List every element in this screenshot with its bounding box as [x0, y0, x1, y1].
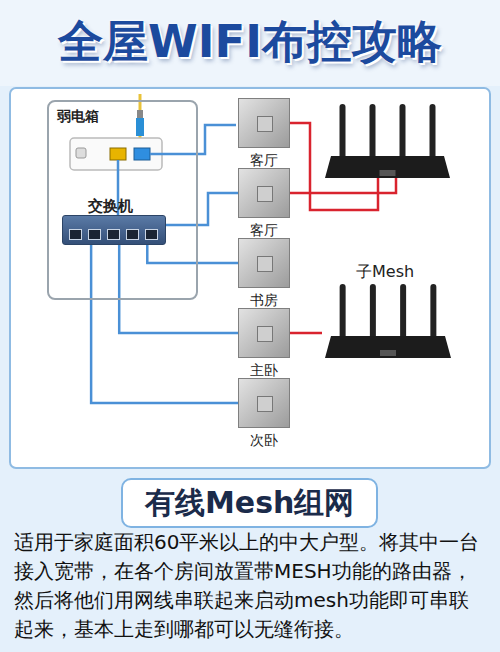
- wall-socket: [238, 308, 290, 358]
- mesh-cable: [290, 332, 322, 335]
- network-cable: [91, 245, 238, 403]
- network-cable: [119, 245, 238, 333]
- network-cable: [147, 245, 238, 263]
- room-label: 客厅: [236, 222, 292, 239]
- modem-wires: [118, 125, 236, 215]
- wall-socket: [238, 98, 290, 148]
- room-label: 主卧: [236, 362, 292, 379]
- device-label: 交换机: [88, 198, 170, 215]
- room-label: 客厅: [236, 152, 292, 169]
- caption-text: 适用于家庭面积60平米以上的中大户型。将其中一台接入宽带，在各个房间放置带MES…: [14, 528, 486, 644]
- device-label: 子Mesh: [356, 262, 454, 282]
- switch-node: 交换机: [62, 198, 170, 245]
- wall-socket: [238, 378, 290, 428]
- socket-port: [257, 256, 273, 272]
- wall-socket: [238, 238, 290, 288]
- main-router: [325, 104, 450, 178]
- panel-node: 书房: [236, 238, 292, 309]
- router-symbol: [322, 282, 454, 362]
- page-title: 全屋WIFI布控攻略: [0, 10, 500, 74]
- router-wires: [288, 123, 396, 210]
- panel-node: 主卧: [236, 308, 292, 379]
- band-node: 有线Mesh组网: [121, 478, 378, 528]
- switch-port: [88, 229, 101, 240]
- socket-port: [257, 116, 273, 132]
- room-label: 次卧: [236, 432, 292, 449]
- socket-port: [257, 326, 273, 342]
- switch-port: [145, 229, 158, 240]
- enclosure-node: 弱电箱交换机: [47, 100, 198, 300]
- socket-port: [257, 186, 273, 202]
- panel-node: 客厅: [236, 168, 292, 239]
- box-heading: 弱电箱: [57, 108, 196, 126]
- band-heading: 有线Mesh组网: [145, 484, 354, 522]
- title-ground: [0, 0, 500, 86]
- socket-port: [257, 396, 273, 412]
- switch-port: [126, 229, 139, 240]
- diagram-panel: [10, 88, 490, 468]
- room-label: 书房: [236, 292, 292, 309]
- panel-node: 客厅: [236, 98, 292, 169]
- switch-port: [69, 229, 82, 240]
- panel-node: 次卧: [236, 378, 292, 449]
- network-cable: [166, 193, 238, 225]
- router-node: 子Mesh: [322, 262, 454, 362]
- modem: [70, 138, 162, 170]
- wall-socket: [238, 168, 290, 218]
- switch-port: [107, 229, 120, 240]
- switch-device: [62, 215, 166, 245]
